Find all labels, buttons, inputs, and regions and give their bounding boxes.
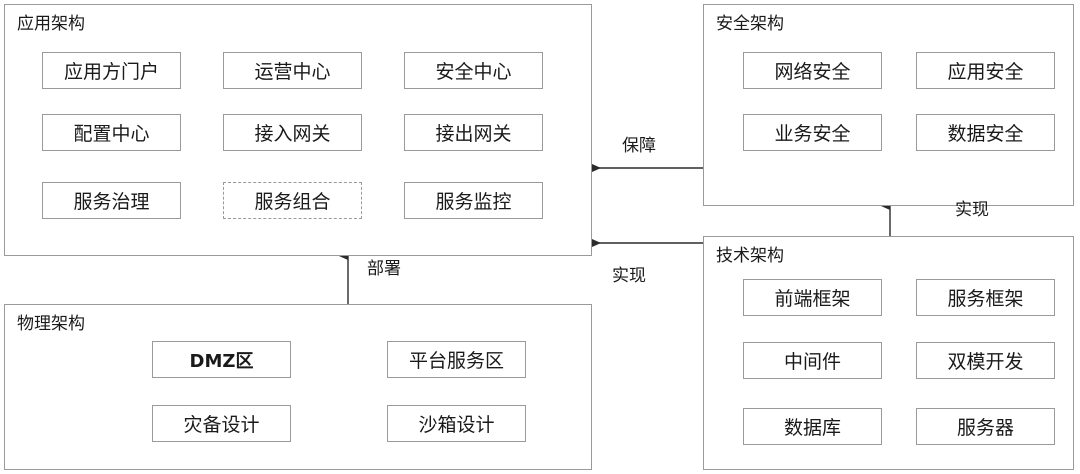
node-platform-service-zone[interactable]: 平台服务区	[387, 341, 526, 378]
node-security-center[interactable]: 安全中心	[404, 52, 543, 89]
node-service-composition[interactable]: 服务组合	[223, 182, 362, 219]
node-network-security[interactable]: 网络安全	[743, 52, 882, 89]
node-service-monitoring[interactable]: 服务监控	[404, 182, 543, 219]
panel-title-application: 应用架构	[17, 14, 85, 33]
node-bimodal-development[interactable]: 双模开发	[916, 342, 1055, 379]
node-service-framework[interactable]: 服务框架	[916, 279, 1055, 316]
panel-title-physical: 物理架构	[17, 314, 85, 333]
node-sandbox-design[interactable]: 沙箱设计	[387, 405, 526, 442]
panel-application-architecture[interactable]: 应用架构 应用方门户 运营中心 安全中心 配置中心 接入网关 接出网关 服务治理…	[4, 4, 592, 256]
node-business-security[interactable]: 业务安全	[743, 114, 882, 151]
node-dmz-zone[interactable]: DMZ区	[152, 341, 291, 378]
panel-physical-architecture[interactable]: 物理架构 DMZ区 平台服务区 灾备设计 沙箱设计	[4, 304, 592, 470]
node-application-portal[interactable]: 应用方门户	[42, 52, 181, 89]
connector-label-shixian-to-security: 实现	[955, 200, 989, 219]
node-data-security[interactable]: 数据安全	[916, 114, 1055, 151]
node-disaster-recovery-design[interactable]: 灾备设计	[152, 405, 291, 442]
node-application-security[interactable]: 应用安全	[916, 52, 1055, 89]
node-operation-center[interactable]: 运营中心	[223, 52, 362, 89]
connector-label-bushu: 部署	[367, 259, 401, 278]
node-database[interactable]: 数据库	[743, 408, 882, 445]
node-middleware[interactable]: 中间件	[743, 342, 882, 379]
panel-title-security: 安全架构	[716, 14, 784, 33]
node-server[interactable]: 服务器	[916, 408, 1055, 445]
panel-security-architecture[interactable]: 安全架构 网络安全 应用安全 业务安全 数据安全	[703, 4, 1074, 206]
node-service-governance[interactable]: 服务治理	[42, 182, 181, 219]
connector-label-baozhang: 保障	[622, 136, 656, 155]
node-config-center[interactable]: 配置中心	[42, 114, 181, 151]
panel-technical-architecture[interactable]: 技术架构 前端框架 服务框架 中间件 双模开发 数据库 服务器	[703, 236, 1074, 470]
node-frontend-framework[interactable]: 前端框架	[743, 279, 882, 316]
node-outbound-gateway[interactable]: 接出网关	[404, 114, 543, 151]
connector-label-shixian-to-application: 实现	[612, 266, 646, 285]
node-inbound-gateway[interactable]: 接入网关	[223, 114, 362, 151]
panel-title-technical: 技术架构	[716, 246, 784, 265]
